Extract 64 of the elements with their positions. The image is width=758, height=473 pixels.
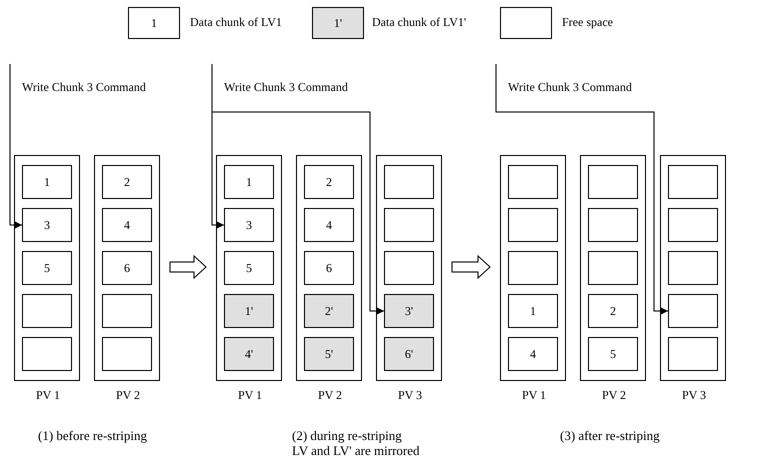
data-chunk-box: 4 [102, 208, 152, 242]
data-chunk-box: 3 [224, 208, 274, 242]
legend-sample-text: 1' [334, 16, 342, 30]
volume-label: PV 2 [600, 388, 628, 403]
data-chunk-box: 1 [224, 165, 274, 199]
block-arrow [452, 254, 491, 280]
volume-label: PV 3 [396, 388, 424, 403]
data-chunk-box: 3' [384, 294, 434, 328]
panel-caption: (3) after re-striping [560, 428, 661, 443]
connector-arrow [496, 64, 668, 315]
volume-label: PV 2 [316, 388, 344, 403]
data-chunk-box: 2 [304, 165, 354, 199]
free-space-box [588, 251, 638, 285]
legend-text: Data chunk of LV1' [372, 15, 466, 30]
volume-label: PV 1 [520, 388, 548, 403]
free-space-box [22, 294, 72, 328]
free-space-box [588, 165, 638, 199]
free-space-box [22, 337, 72, 371]
free-space-box [508, 208, 558, 242]
block-arrow [170, 254, 207, 280]
data-chunk-box: 5 [224, 251, 274, 285]
free-space-box [102, 337, 152, 371]
command-text: Write Chunk 3 Command [496, 64, 632, 95]
free-space-box [668, 165, 718, 199]
free-space-box [668, 294, 718, 328]
data-chunk-box: 6' [384, 337, 434, 371]
data-chunk-box: 5' [304, 337, 354, 371]
legend-text: Data chunk of LV1 [190, 15, 282, 30]
command-text: Write Chunk 3 Command [10, 64, 146, 95]
free-space-box [588, 208, 638, 242]
connector-arrow [10, 64, 22, 229]
legend-text: Free space [562, 15, 613, 30]
free-space-box [384, 251, 434, 285]
volume-label: PV 1 [34, 388, 62, 403]
volume-label: PV 1 [236, 388, 264, 403]
data-chunk-box: 1' [224, 294, 274, 328]
volume-label: PV 3 [680, 388, 708, 403]
free-space-box [668, 337, 718, 371]
data-chunk-box: 4 [508, 337, 558, 371]
data-chunk-box: 6 [102, 251, 152, 285]
free-space-box [668, 251, 718, 285]
panel-caption: (2) during re-striping LV and LV' are mirrored [292, 428, 420, 458]
data-chunk-box: 2' [304, 294, 354, 328]
connector-arrow [212, 64, 384, 315]
data-chunk-box: 2 [102, 165, 152, 199]
data-chunk-box: 4 [304, 208, 354, 242]
data-chunk-box: 5 [22, 251, 72, 285]
data-chunk-box: 2 [588, 294, 638, 328]
data-chunk-box: 6 [304, 251, 354, 285]
free-space-box [508, 165, 558, 199]
free-space-box [384, 208, 434, 242]
data-chunk-box: 1 [508, 294, 558, 328]
free-space-box [508, 251, 558, 285]
free-space-box [384, 165, 434, 199]
data-chunk-box: 3 [22, 208, 72, 242]
panel-caption: (1) before re-striping [38, 428, 148, 443]
legend-sample-text: 1 [151, 16, 157, 30]
data-chunk-box: 4' [224, 337, 274, 371]
data-chunk-box: 5 [588, 337, 638, 371]
data-chunk-box: 1 [22, 165, 72, 199]
command-text: Write Chunk 3 Command [212, 64, 348, 95]
volume-label: PV 2 [114, 388, 142, 403]
free-space-box [668, 208, 718, 242]
free-space-box [102, 294, 152, 328]
